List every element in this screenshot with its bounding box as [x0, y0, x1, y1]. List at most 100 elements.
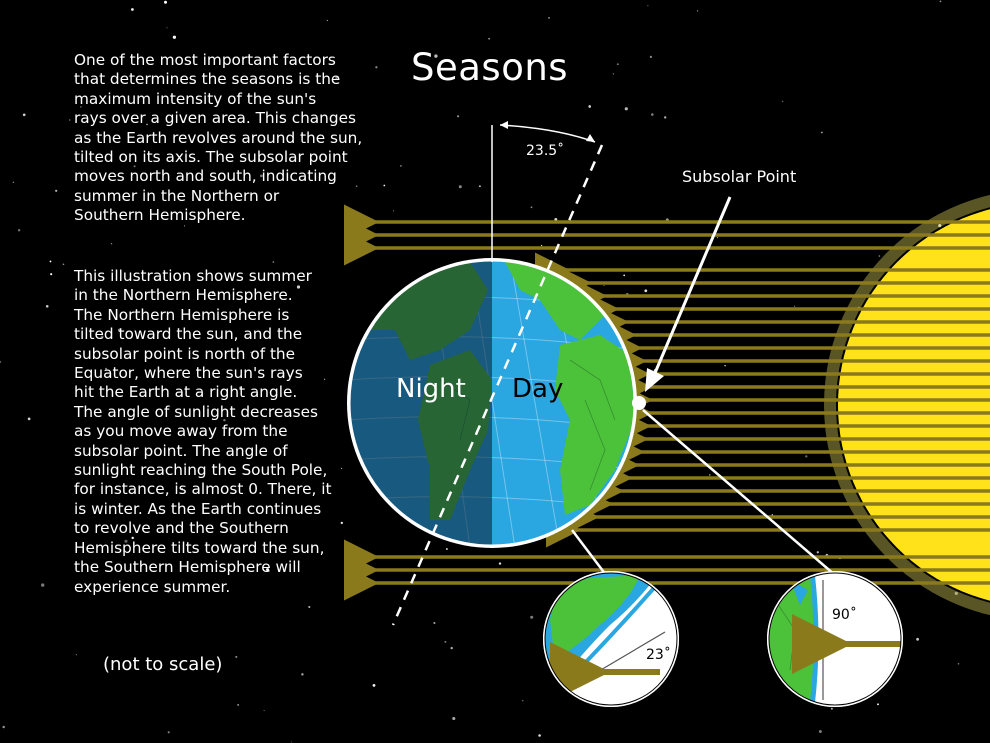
star [197, 391, 199, 393]
star [117, 328, 122, 332]
star [383, 184, 386, 187]
star [290, 741, 293, 743]
star [434, 54, 438, 58]
oblique-angle-label: 23˚ [646, 647, 671, 663]
star [223, 418, 226, 422]
star [146, 123, 148, 126]
star [272, 434, 275, 436]
star [452, 716, 456, 721]
star [498, 562, 502, 565]
star [530, 206, 533, 209]
magnifier-oblique-sunlight [543, 571, 679, 707]
star [335, 76, 338, 80]
star [957, 663, 960, 665]
star [647, 5, 649, 7]
star [794, 305, 796, 307]
star [616, 63, 619, 66]
star [830, 707, 833, 710]
earth [347, 258, 637, 548]
day-label: Day [512, 374, 564, 404]
explanation-paragraph-2: This illustration shows summer in the No… [74, 267, 332, 596]
star [62, 263, 65, 266]
star [548, 17, 550, 19]
diagram-title: Seasons [411, 46, 569, 89]
star [624, 107, 628, 111]
star [324, 378, 326, 380]
star [696, 10, 699, 12]
star [340, 521, 343, 525]
tilt-angle-label: 23.5˚ [526, 143, 565, 159]
star [2, 725, 5, 729]
star [708, 474, 711, 476]
star [45, 304, 49, 308]
star [877, 703, 879, 706]
star [237, 704, 239, 706]
star [347, 259, 349, 261]
sun-rays [344, 204, 990, 601]
star [105, 367, 107, 370]
sun [838, 209, 990, 601]
star [399, 164, 402, 167]
star [623, 274, 626, 277]
star [296, 285, 301, 289]
tilt-arc-arrowhead-left [500, 121, 508, 129]
star [393, 210, 395, 212]
right-angle-label: 90˚ [832, 607, 857, 623]
star [820, 131, 823, 134]
star [308, 605, 311, 609]
star [355, 185, 358, 187]
subsolar-point-dot [632, 396, 646, 410]
star [167, 590, 170, 593]
magnifier-connector-south [571, 529, 607, 576]
star [939, 0, 942, 3]
sun-glow [824, 194, 990, 616]
star [80, 106, 82, 108]
star [816, 551, 819, 554]
star [250, 351, 252, 353]
subsolar-pointer-arrowhead [645, 368, 664, 392]
tilt-arc [499, 124, 596, 143]
magnifier-direct-sunlight [767, 571, 903, 707]
night-label: Night [396, 374, 466, 404]
star [301, 673, 304, 676]
star [595, 297, 599, 300]
star [644, 289, 648, 293]
star [878, 255, 881, 257]
star [650, 113, 654, 116]
star [272, 261, 275, 263]
star [488, 37, 490, 40]
star [110, 243, 113, 245]
star [0, 360, 2, 364]
star [266, 568, 270, 572]
star [450, 646, 453, 650]
star [122, 587, 126, 591]
star [444, 640, 447, 643]
star [805, 455, 808, 458]
star [49, 260, 52, 263]
star [457, 115, 460, 118]
star [263, 710, 265, 712]
star [166, 27, 168, 29]
star [818, 730, 822, 733]
subsolar-pointer-line [650, 196, 732, 381]
star [163, 0, 168, 4]
explanation-paragraph-1: One of the most important factors that d… [74, 51, 363, 225]
star [781, 100, 784, 103]
star [260, 174, 263, 178]
star [17, 228, 21, 232]
subsolar-point-label: Subsolar Point [682, 167, 797, 186]
star [12, 181, 14, 183]
star [540, 244, 543, 247]
star [433, 621, 436, 625]
star [22, 113, 26, 117]
star [916, 637, 919, 641]
star [133, 165, 136, 168]
scale-note: (not to scale) [103, 654, 223, 675]
star [724, 364, 726, 367]
star [172, 35, 177, 39]
star [717, 237, 719, 239]
star [538, 734, 541, 737]
star [75, 654, 77, 656]
star [478, 185, 481, 188]
